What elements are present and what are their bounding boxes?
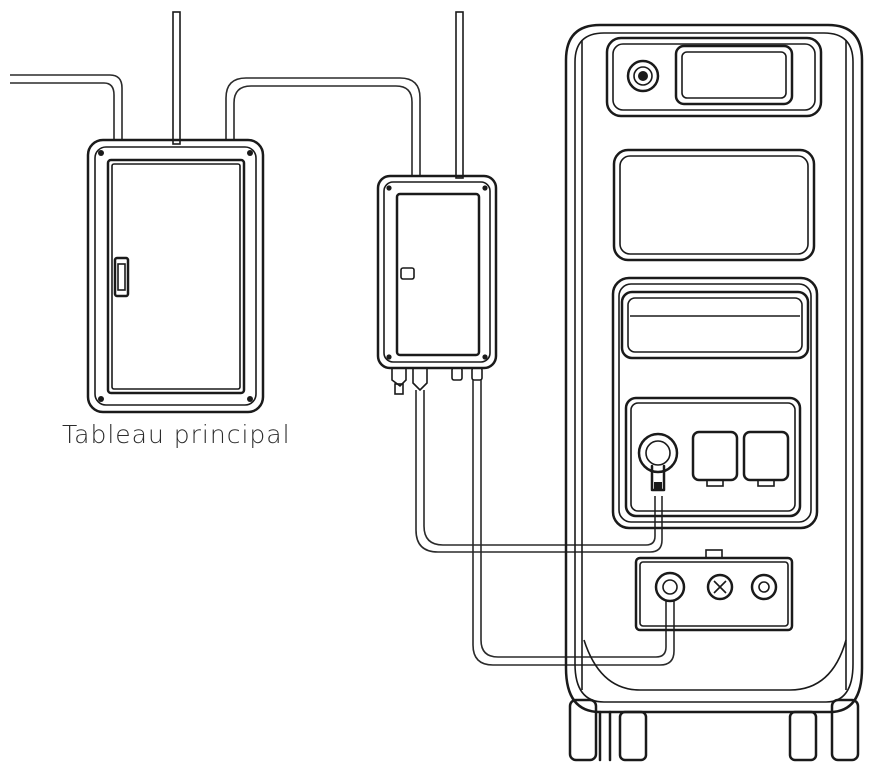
outlet-module <box>611 276 819 530</box>
ac-cable <box>415 390 663 553</box>
dc-cable <box>472 380 675 666</box>
main-panel-latch <box>113 256 130 298</box>
panel-to-switch-cable <box>225 77 421 176</box>
main-feed-cable <box>10 74 123 140</box>
main-electrical-panel <box>86 138 265 414</box>
ac-outlet-2 <box>691 430 739 482</box>
power-button-icon <box>626 59 660 93</box>
dc-port-2-icon <box>706 573 734 601</box>
switch-door <box>395 192 481 357</box>
power-station <box>564 23 864 762</box>
wheel-left <box>568 698 598 762</box>
ac-plug-icon <box>637 432 679 474</box>
main-panel-door <box>106 158 246 395</box>
dc-port-1-icon <box>654 571 686 603</box>
vent-grille <box>612 148 816 262</box>
top-panel <box>605 36 823 118</box>
incoming-wires <box>10 11 464 179</box>
carry-handle <box>620 290 810 360</box>
wheel-right <box>788 710 818 762</box>
switch-latch <box>400 267 415 280</box>
dc-port-panel <box>634 556 794 632</box>
dc-port-3-icon <box>750 573 778 601</box>
ac-outlet-3 <box>742 430 790 482</box>
transfer-switch-box <box>376 174 498 395</box>
display-screen <box>674 44 794 106</box>
main-panel-antenna <box>172 11 181 145</box>
switch-antenna <box>455 11 464 179</box>
main-panel-label: Tableau principal <box>62 420 291 449</box>
output-cables <box>415 380 675 666</box>
ac-outlet-panel <box>624 396 802 518</box>
